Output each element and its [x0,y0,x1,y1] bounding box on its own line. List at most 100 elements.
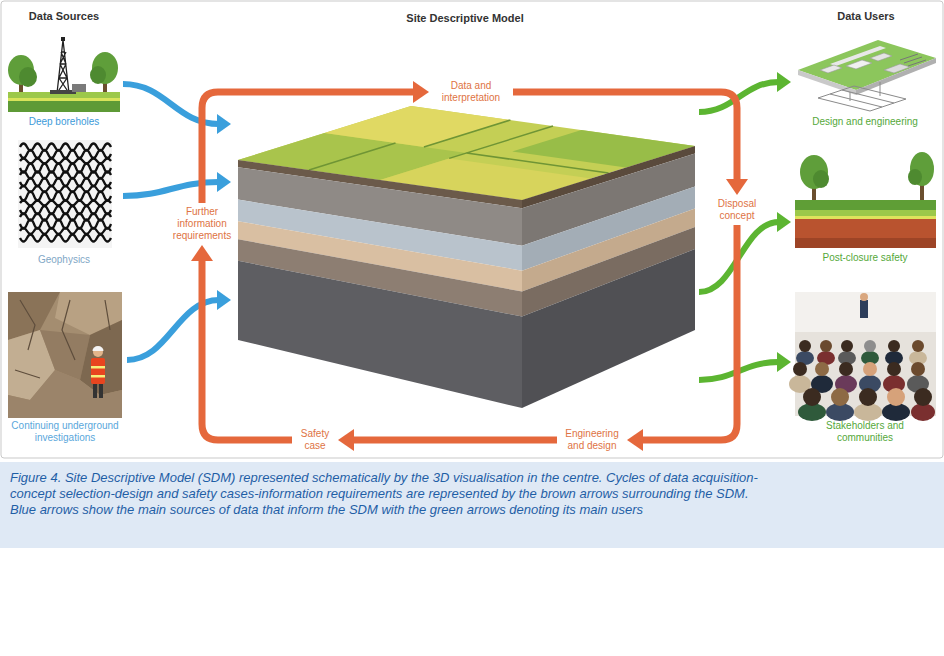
data-source: Continuing underground investigations [4,292,126,444]
node-label: Further information requirements [169,206,235,242]
data-user: Design and engineering [792,36,938,128]
connector-arrow [627,225,737,451]
connector-line [202,259,292,440]
connector-arrow [699,212,791,292]
repository-illustration [870,53,892,61]
connector-arrow [338,429,557,451]
cycle-step: Further information requirements [169,206,235,242]
figure-border [1,1,943,458]
rock-face-photo [93,346,104,351]
connector-line [513,92,737,181]
audience-photo [841,340,853,352]
seismic-illustration [18,140,112,248]
site-model: Site Descriptive Model [232,12,698,410]
geological-block [309,120,609,173]
data-source: Deep boreholes [6,36,122,128]
borehole-illustration [19,67,37,87]
node-label: Safety case [295,428,335,452]
audience-photo [860,293,868,301]
audience-photo [789,292,936,421]
landscape-illustration [795,200,936,210]
audience-photo [839,362,853,376]
landscape-illustration [795,210,936,216]
connector-arrow [699,352,791,380]
borehole-illustration [61,37,65,41]
rock-face-photo [8,292,122,418]
borehole-illustration [8,37,120,112]
repository-illustration [798,40,936,111]
audience-photo [803,388,821,406]
node-label: Geophysics [6,254,122,266]
node-layer: Data SourcesData UsersDeep boreholesGeop… [0,0,944,460]
connector-line [202,92,415,203]
rock-face-photo [91,366,105,369]
connector-layer [0,0,944,460]
rock-face-photo [8,292,122,418]
landscape-illustration [795,219,936,248]
seismic-illustration [20,150,111,158]
repository-illustration [820,65,842,73]
geological-block [522,249,695,408]
connector-line [641,225,737,440]
borehole-illustration [72,84,86,92]
cycle-step: Disposal concept [705,198,769,222]
cycle-step: Data and interpretation [432,80,510,104]
audience-photo [863,362,877,376]
borehole-illustration [8,98,120,101]
landscape-illustration [800,155,828,189]
repository-illustration [846,60,872,69]
repository-illustration [884,64,910,73]
node-label: Design and engineering [792,116,938,128]
rock-face-photo [93,382,97,398]
rock-face-photo [15,300,110,378]
landscape-illustration [795,152,936,248]
rock-face-photo [8,370,122,418]
cycle-step: Engineering and design [560,428,624,452]
borehole-illustration [90,66,106,84]
audience-photo [831,388,849,406]
audience-photo [888,340,900,352]
node-label: Disposal concept [705,198,769,222]
node-label: Data and interpretation [432,80,510,104]
seismic-illustration [20,159,111,164]
audience-photo [887,362,901,376]
node-label: Continuing underground investigations [6,420,124,444]
arrow-head [217,290,231,310]
arrow-head [191,245,213,261]
illustration [0,0,944,460]
connector-arrow [123,172,231,196]
audience-photo [887,388,905,406]
seismic-illustration [20,144,111,151]
audience-photo [914,388,932,406]
data-user: Post-closure safety [792,146,938,264]
node-label: Deep boreholes [6,116,122,128]
arrow-head [777,352,791,372]
column-heading: Data Sources [0,10,134,23]
seismic-illustration [20,192,111,201]
connector-arrow [202,81,429,203]
geological-block [238,261,522,408]
landscape-illustration [795,216,936,219]
arrow-head [217,172,231,192]
rock-face-photo [91,358,105,384]
landscape-illustration [795,238,936,248]
connector-line [352,437,557,444]
node-label: Post-closure safety [792,252,938,264]
arrow-head [777,72,791,92]
rock-face-photo [93,347,103,357]
audience-photo [820,340,832,352]
landscape-illustration [813,170,829,188]
geological-block [238,106,695,408]
audience-photo [860,300,868,318]
arrow-head [217,114,231,134]
borehole-illustration [57,40,69,93]
audience-photo [799,340,811,352]
seismic-illustration [18,140,112,248]
data-user: Stakeholders and communities [792,290,938,444]
repository-illustration [900,54,926,66]
data-source: Geophysics [6,140,122,266]
rock-face-photo [91,375,105,378]
arrow-head [627,429,643,451]
repository-illustration [818,82,906,111]
seismic-illustration [20,186,111,192]
